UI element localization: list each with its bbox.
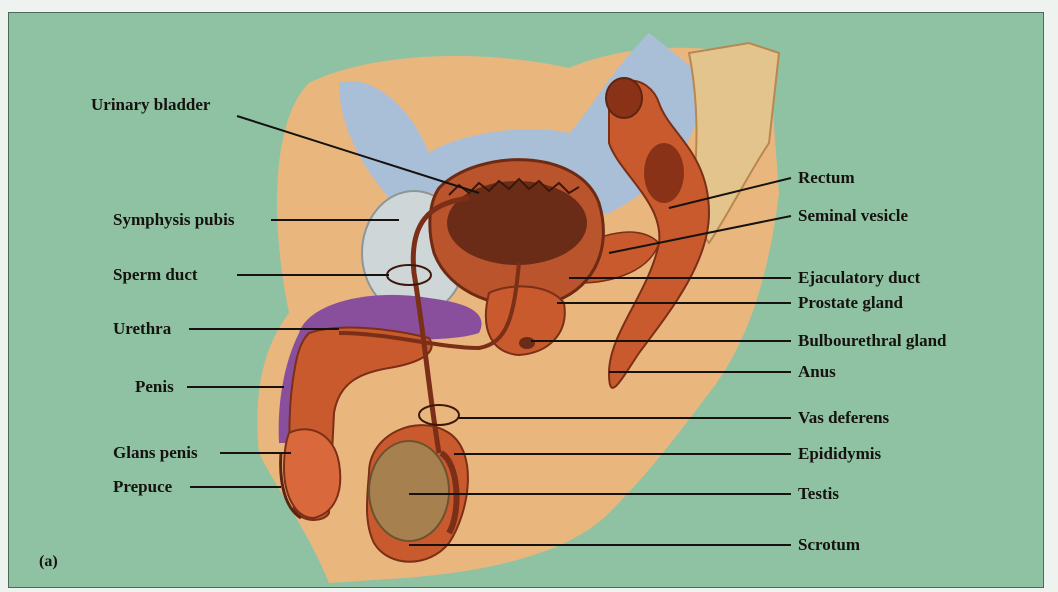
testis-shape [369, 441, 449, 541]
label-epididymis: Epididymis [798, 444, 881, 464]
label-rectum: Rectum [798, 168, 855, 188]
label-prostate-gland: Prostate gland [798, 293, 903, 313]
label-urinary-bladder: Urinary bladder [91, 95, 210, 115]
label-symphysis-pubis: Symphysis pubis [113, 210, 234, 230]
anatomy-figure: Urinary bladder Symphysis pubis Sperm du… [8, 12, 1044, 588]
label-testis: Testis [798, 484, 839, 504]
rectum-lumen [606, 78, 642, 118]
bulbourethral-gland-shape [519, 337, 535, 349]
rectum-lumen-2 [644, 143, 684, 203]
label-ejaculatory-duct: Ejaculatory duct [798, 268, 920, 288]
label-urethra: Urethra [113, 319, 171, 339]
panel-letter: (a) [39, 553, 58, 571]
glans-penis [284, 429, 340, 518]
label-glans-penis: Glans penis [113, 443, 198, 463]
label-scrotum: Scrotum [798, 535, 860, 555]
bladder-lumen [447, 181, 587, 265]
label-prepuce: Prepuce [113, 477, 172, 497]
label-penis: Penis [135, 377, 174, 397]
label-bulbourethral-gland: Bulbourethral gland [798, 331, 946, 351]
label-vas-deferens: Vas deferens [798, 408, 889, 428]
label-seminal-vesicle: Seminal vesicle [798, 206, 908, 226]
label-sperm-duct: Sperm duct [113, 265, 198, 285]
label-anus: Anus [798, 362, 836, 382]
